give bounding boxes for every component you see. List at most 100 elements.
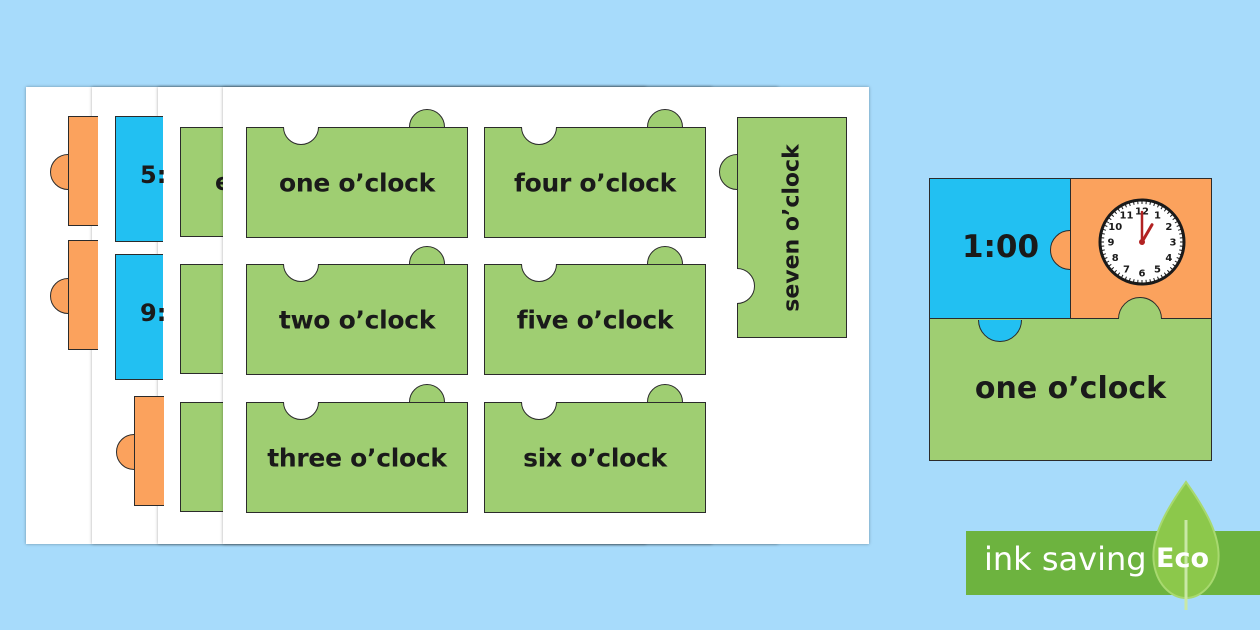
clock-tick [1177,253,1182,256]
clock-tick [1106,260,1110,263]
clock-tick [1111,267,1115,270]
puzzle-piece-two-oclock: two o’clock [246,246,468,375]
puzzle-piece-six-oclock: six o’clock [484,384,706,513]
leaf-icon [1152,480,1220,610]
piece-label: five o’clock [516,305,674,334]
clock-numeral: 7 [1123,264,1130,275]
clock-tick [1163,208,1167,212]
clock-tick [1174,221,1178,224]
clock-tick [1172,217,1176,221]
clock-tick [1128,277,1131,282]
clock-tick [1174,260,1178,263]
puzzle-piece-green [180,402,226,512]
puzzle-piece-orange [116,396,164,506]
clock-tick [1128,202,1131,207]
puzzle-piece-three-oclock: three o’clock [246,384,468,513]
clock-tick [1121,274,1124,278]
clock-numeral: 1 [1154,211,1161,222]
clock-tick [1133,279,1135,283]
clock-tick [1160,206,1163,210]
clock-tick [1153,277,1156,282]
puzzle-knob [647,109,683,127]
analog-clock-icon: 123456789101112 [1098,198,1186,286]
puzzle-knob [719,154,737,190]
puzzle-piece-four-oclock: four o’clock [484,109,706,238]
puzzle-knob [50,278,68,314]
clock-tick [1102,253,1107,256]
eco-label: Eco [1156,543,1209,574]
assembled-puzzle: 1:00 123456789101112 one o’clock [929,178,1212,461]
clock-tick [1169,267,1173,270]
puzzle-knob [409,246,445,264]
puzzle-piece-word-time: one o’clock [930,319,1211,460]
puzzle-piece-blue: 5: [115,116,167,242]
clock-tick [1108,217,1112,221]
clock-numeral: 4 [1165,253,1172,264]
clock-tick [1104,257,1108,260]
clock-tick [1169,214,1173,217]
clock-hour-hand [1140,223,1154,244]
puzzle-knob [647,384,683,402]
clock-tick [1133,201,1135,205]
piece-label: four o’clock [514,168,676,197]
clock-tick [1176,257,1180,260]
clock-tick [1149,201,1151,205]
clock-tick [1114,269,1117,273]
puzzle-piece-digital-time: 1:00 [930,179,1071,319]
piece-label: two o’clock [278,305,436,334]
clock-tick [1172,263,1176,267]
piece-label: three o’clock [267,443,447,472]
puzzle-piece-five-oclock: five o’clock [484,246,706,375]
puzzle-piece-orange [50,240,98,350]
clock-tick [1167,211,1170,215]
clock-tick [1163,272,1167,276]
clock-tick [1101,249,1105,251]
piece-label: six o’clock [523,443,667,472]
puzzle-piece-blue: 9: [115,254,167,380]
clock-numeral: 2 [1165,222,1172,233]
clock-numeral: 3 [1170,238,1177,249]
puzzle-piece-green: e [180,127,231,237]
word-time-label: one o’clock [974,371,1167,406]
puzzle-piece-seven-oclock: seven o’clock [719,117,847,338]
puzzle-knob [409,384,445,402]
clock-tick [1102,228,1107,231]
clock-tick [1167,269,1170,273]
ink-saving-label: ink saving [984,540,1147,578]
clock-numeral: 11 [1120,211,1134,222]
clock-tick [1121,206,1124,210]
partial-time-label: 5: [140,161,167,189]
clock-tick [1117,272,1121,276]
clock-tick [1101,233,1105,235]
clock-tick [1157,204,1160,208]
puzzle-piece-analog-clock: 123456789101112 [1071,179,1211,319]
clock-numeral: 6 [1139,269,1146,280]
partial-time-label: 9: [140,299,167,327]
clock-tick [1117,208,1121,212]
clock-tick [1179,233,1183,235]
clock-tick [1176,224,1180,227]
clock-tick [1106,221,1110,224]
clock-numeral: 5 [1154,264,1161,275]
clock-tick [1108,263,1112,267]
piece-label: one o’clock [278,168,435,197]
clock-numeral: 9 [1108,238,1115,249]
clock-tick [1124,276,1127,280]
puzzle-piece-orange [50,116,98,226]
clock-numeral: 8 [1112,253,1119,264]
puzzle-piece-green [180,264,226,374]
piece-label: seven o’clock [779,143,805,312]
clock-tick [1124,204,1127,208]
clock-tick [1149,279,1151,283]
clock-tick [1157,276,1160,280]
clock-tick [1111,214,1115,217]
clock-tick [1160,274,1163,278]
puzzle-knob [116,434,134,470]
digital-time-label: 1:00 [961,229,1040,265]
clock-tick [1153,202,1156,207]
clock-numeral: 10 [1108,222,1122,233]
clock-tick [1114,211,1117,215]
puzzle-knob [50,154,68,190]
puzzle-knob [647,246,683,264]
clock-tick [1177,228,1182,231]
